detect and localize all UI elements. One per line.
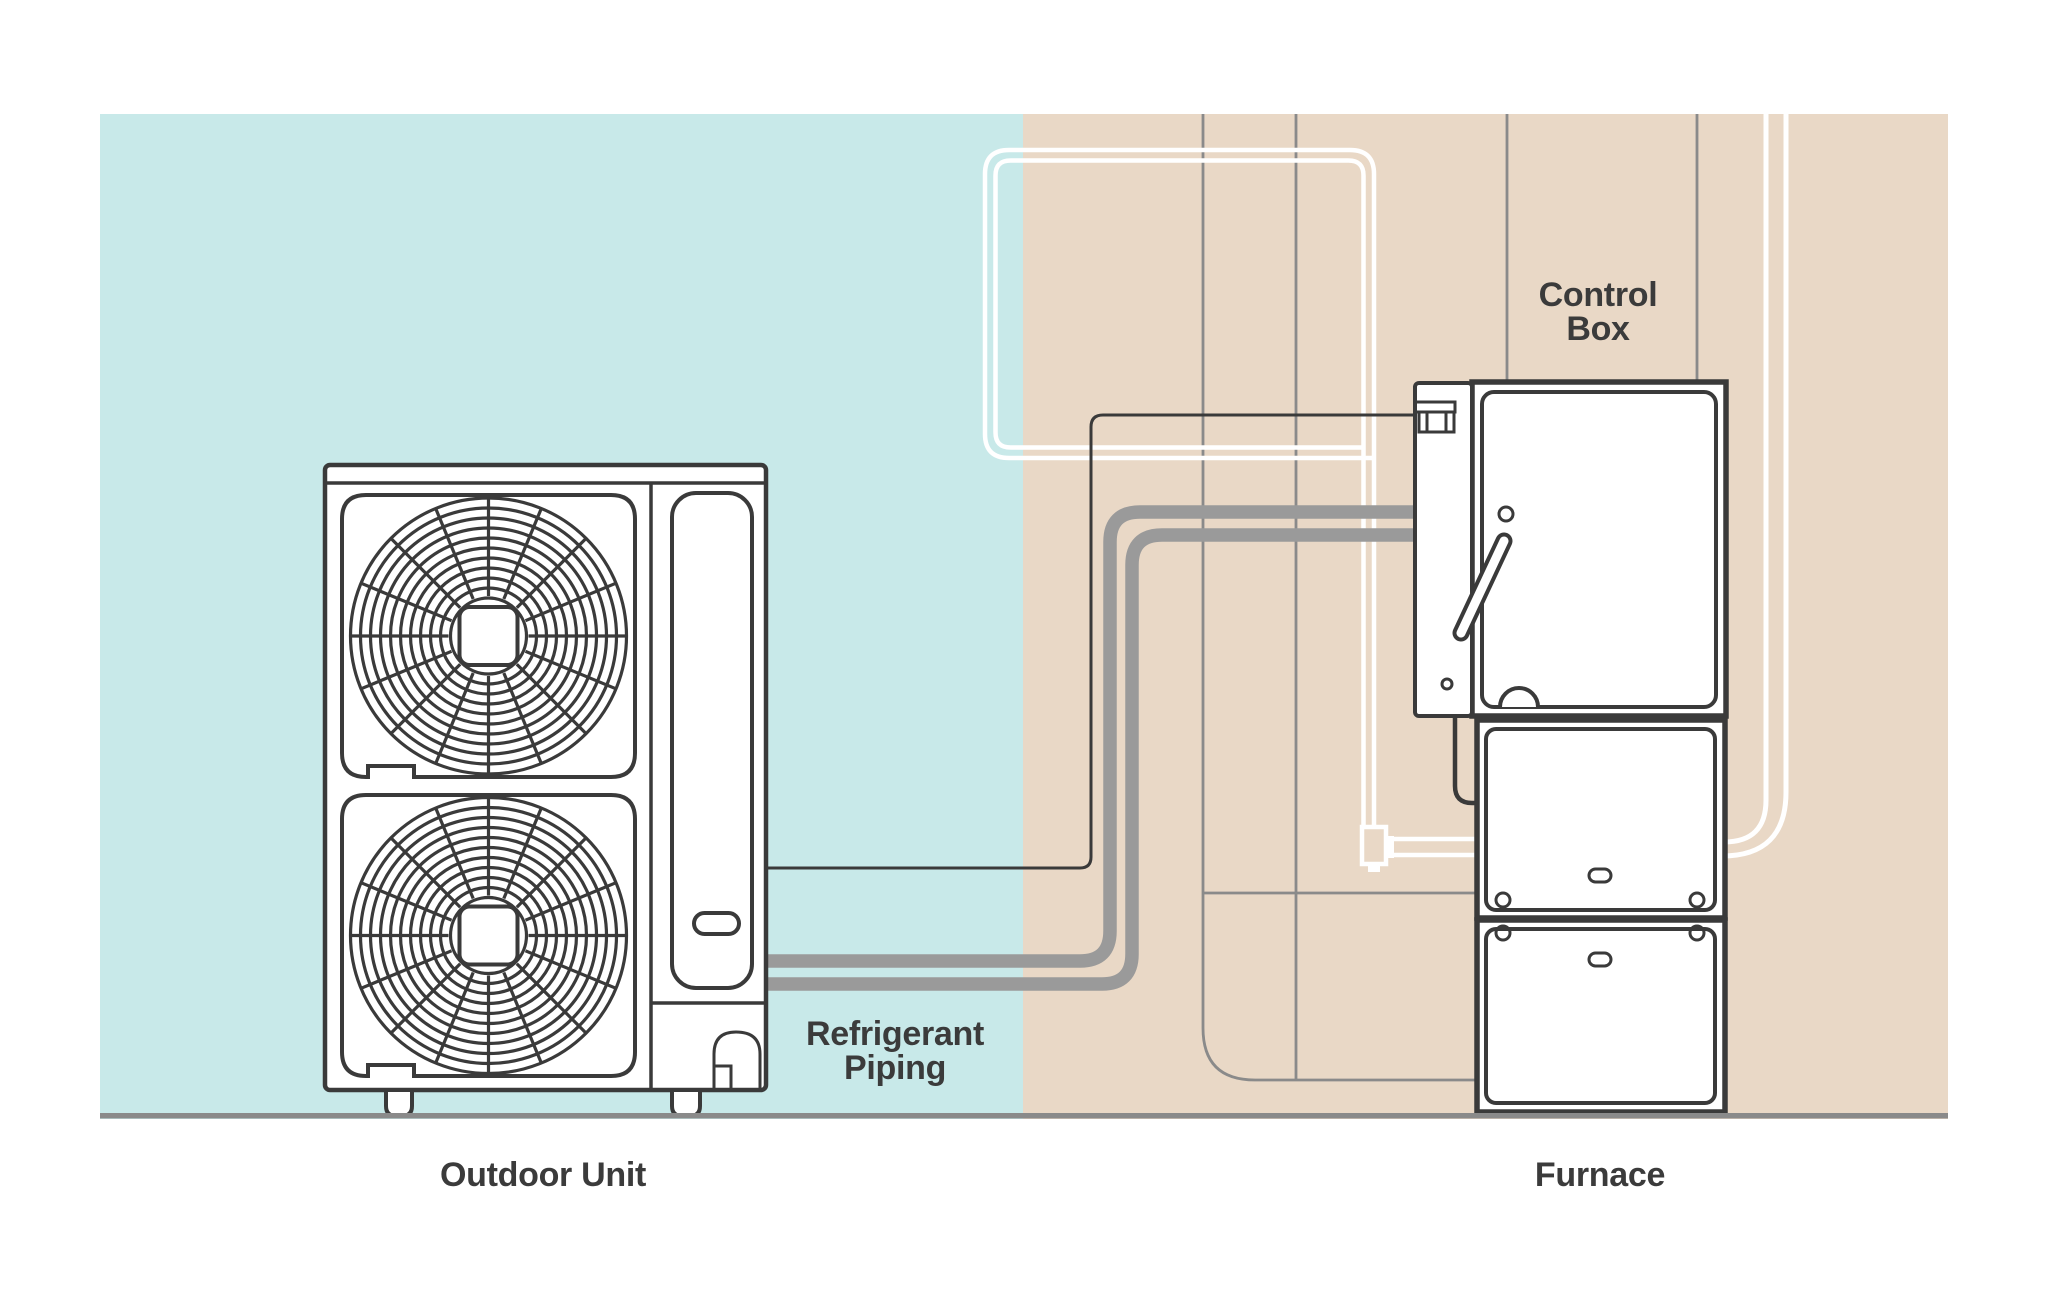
ground-line — [100, 1113, 1948, 1119]
panel-handle — [1587, 951, 1613, 968]
pipe-outlet-cover — [712, 1030, 762, 1088]
refrigerant-piping-label: Refrigerant Piping — [806, 1017, 984, 1085]
electrical-connector — [1413, 400, 1457, 434]
furnace-bottom-section — [1474, 917, 1728, 1115]
wall-and-return-duct-lines — [1201, 114, 1699, 1082]
refrigerant-piping-label-line2: Piping — [843, 1049, 947, 1087]
furnace-illustration — [1413, 379, 1729, 1115]
right-flue-duct — [1721, 114, 1789, 859]
control-box-label-line2: Box — [1566, 310, 1630, 348]
control-box-illustration — [1413, 379, 1729, 719]
refrigerant-piping-label-line1: Refrigerant — [805, 1015, 985, 1053]
door-notch — [1498, 686, 1540, 708]
outdoor-unit-label: Outdoor Unit — [439, 1156, 647, 1194]
unit-foot-right — [670, 1088, 702, 1118]
service-panel-vent — [692, 911, 741, 936]
side-panel-screw — [1440, 677, 1454, 691]
panel-handle — [1587, 867, 1613, 884]
control-box-conduit — [1452, 716, 1479, 806]
service-panel-slot — [670, 491, 754, 990]
control-box-label: Control Box — [1539, 278, 1658, 346]
unit-foot-left — [384, 1088, 414, 1118]
door-screw — [1497, 505, 1515, 523]
furnace-label: Furnace — [1534, 1156, 1666, 1194]
gas-line-and-valve — [1359, 824, 1477, 872]
furnace-middle-section — [1474, 717, 1728, 921]
fan-hub-bottom — [457, 904, 520, 967]
outdoor-unit-illustration — [322, 462, 769, 1118]
control-box-door — [1480, 390, 1718, 709]
fan-hub-top — [457, 605, 520, 667]
refrigerant-pipes — [766, 505, 1414, 991]
supply-duct-outline — [982, 147, 1377, 827]
control-box-label-line1: Control — [1538, 276, 1658, 314]
electrical-line — [766, 413, 1414, 870]
